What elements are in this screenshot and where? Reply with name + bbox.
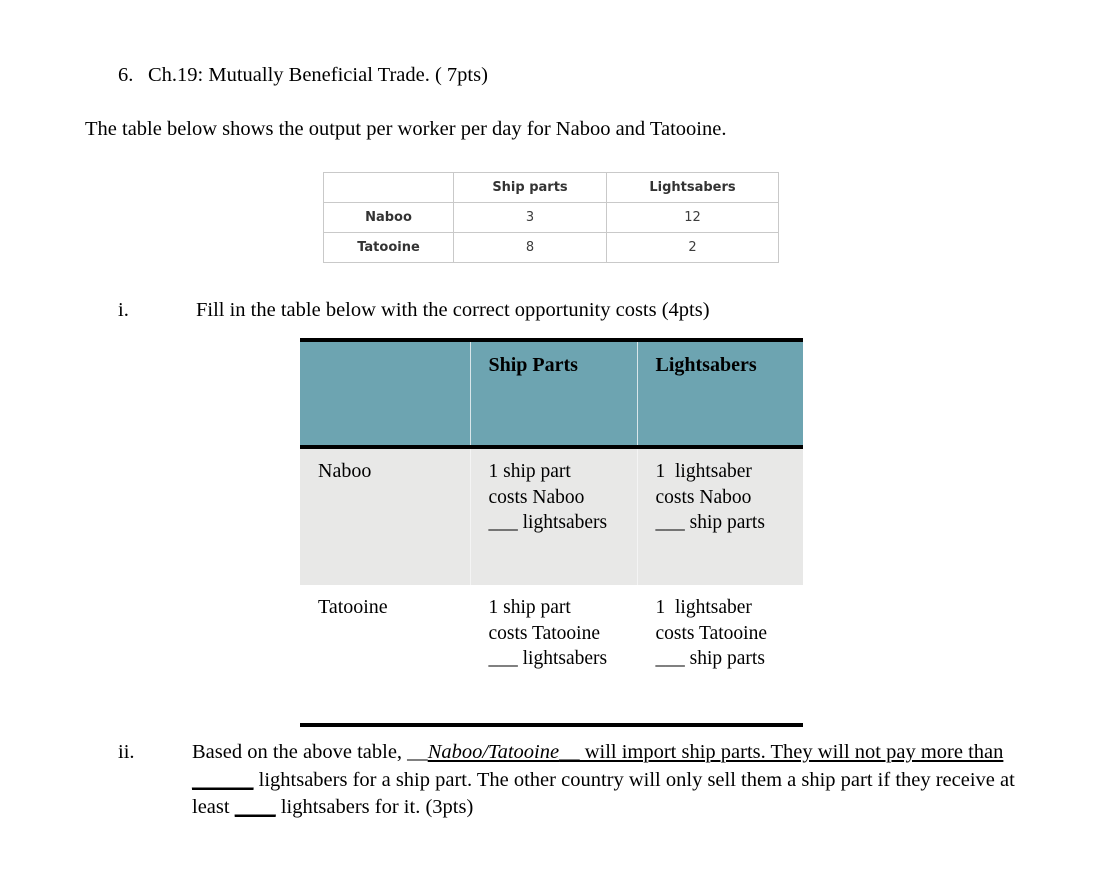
oc-line-2: costs Tatooine: [488, 622, 600, 644]
oc-line-3-blank[interactable]: ___ lightsabers: [488, 648, 608, 669]
output-header-lightsabers: Lightsabers: [606, 172, 779, 203]
table-row: Naboo 3 12: [323, 202, 779, 233]
opportunity-costs-table: Ship Parts Lightsabers Naboo 1 ship part…: [300, 338, 803, 727]
question-number: 6.: [118, 64, 134, 86]
part-ii-text-end: lightsabers for it. (3pts): [275, 796, 474, 818]
oc-line-3-blank[interactable]: ___ lightsabers: [488, 512, 608, 533]
oc-line-2: costs Naboo: [488, 486, 585, 508]
part-ii-text-middle: lightsabers for a ship part. The other c…: [192, 768, 1015, 819]
part-ii-question: ii. Based on the above table, __Naboo/Ta…: [118, 739, 1038, 822]
oc-line-2: costs Tatooine: [655, 622, 767, 644]
table-row: Naboo 1 ship part costs Naboo ___ lights…: [300, 447, 803, 585]
part-ii-marker: ii.: [118, 741, 135, 763]
part-ii-body: Based on the above table, __Naboo/Tatooi…: [192, 739, 1038, 822]
oc-header-ship-parts: Ship Parts: [469, 338, 637, 449]
output-cell-lightsabers: 2: [606, 232, 779, 263]
output-cell-ship-parts: 3: [453, 202, 607, 233]
part-ii-blank-2[interactable]: ____: [234, 796, 276, 818]
output-row-country: Tatooine: [323, 232, 454, 263]
intro-text: The table below shows the output per wor…: [85, 118, 727, 140]
part-i-marker: i.: [118, 299, 129, 321]
oc-line-3-blank[interactable]: ___ ship parts: [655, 512, 765, 533]
output-cell-ship-parts: 8: [453, 232, 607, 263]
question-heading: 6. Ch.19: Mutually Beneficial Trade. ( 7p…: [118, 62, 488, 88]
oc-cell-tatooine-ship-parts[interactable]: 1 ship part costs Tatooine ___ lightsabe…: [469, 585, 637, 727]
question-title: Ch.19: Mutually Beneficial Trade. ( 7pts…: [148, 64, 488, 86]
oc-header-lightsabers: Lightsabers: [636, 338, 803, 449]
part-i-prompt: i. Fill in the table below with the corre…: [118, 297, 710, 323]
oc-line-1: 1 ship part: [488, 597, 571, 618]
table-row: Tatooine 8 2: [323, 232, 779, 263]
output-per-worker-table: Ship parts Lightsabers Naboo 3 12 Tatooi…: [323, 172, 779, 263]
oc-line-3-blank[interactable]: ___ ship parts: [655, 648, 765, 669]
part-i-text: Fill in the table below with the correct…: [196, 299, 710, 321]
oc-line-1: 1 lightsaber: [655, 597, 752, 618]
part-ii-text-before: Based on the above table, __: [192, 741, 428, 763]
oc-cell-naboo-lightsabers[interactable]: 1 lightsaber costs Naboo ___ ship parts: [636, 447, 803, 585]
oc-row-country-naboo: Naboo: [300, 447, 470, 585]
oc-header-blank: [300, 338, 470, 449]
oc-line-2: costs Naboo: [655, 486, 752, 508]
oc-line-1: 1 ship part: [488, 461, 571, 482]
table-row: Ship parts Lightsabers: [323, 172, 779, 203]
table-header-row: Ship Parts Lightsabers: [300, 338, 803, 449]
oc-row-country-tatooine: Tatooine: [300, 585, 470, 727]
output-cell-lightsabers: 12: [606, 202, 779, 233]
oc-line-1: 1 lightsaber: [655, 461, 752, 482]
output-header-ship-parts: Ship parts: [453, 172, 607, 203]
output-header-blank: [323, 172, 454, 203]
part-ii-blank-1[interactable]: ______: [192, 768, 254, 791]
output-row-country: Naboo: [323, 202, 454, 233]
table-row: Tatooine 1 ship part costs Tatooine ___ …: [300, 585, 803, 727]
part-ii-text-after: __ will import ship parts. They will not…: [559, 741, 1004, 763]
part-ii-answer-choice[interactable]: Naboo/Tatooine: [427, 741, 560, 763]
oc-cell-tatooine-lightsabers[interactable]: 1 lightsaber costs Tatooine ___ ship par…: [636, 585, 803, 727]
oc-cell-naboo-ship-parts[interactable]: 1 ship part costs Naboo ___ lightsabers: [469, 447, 637, 585]
